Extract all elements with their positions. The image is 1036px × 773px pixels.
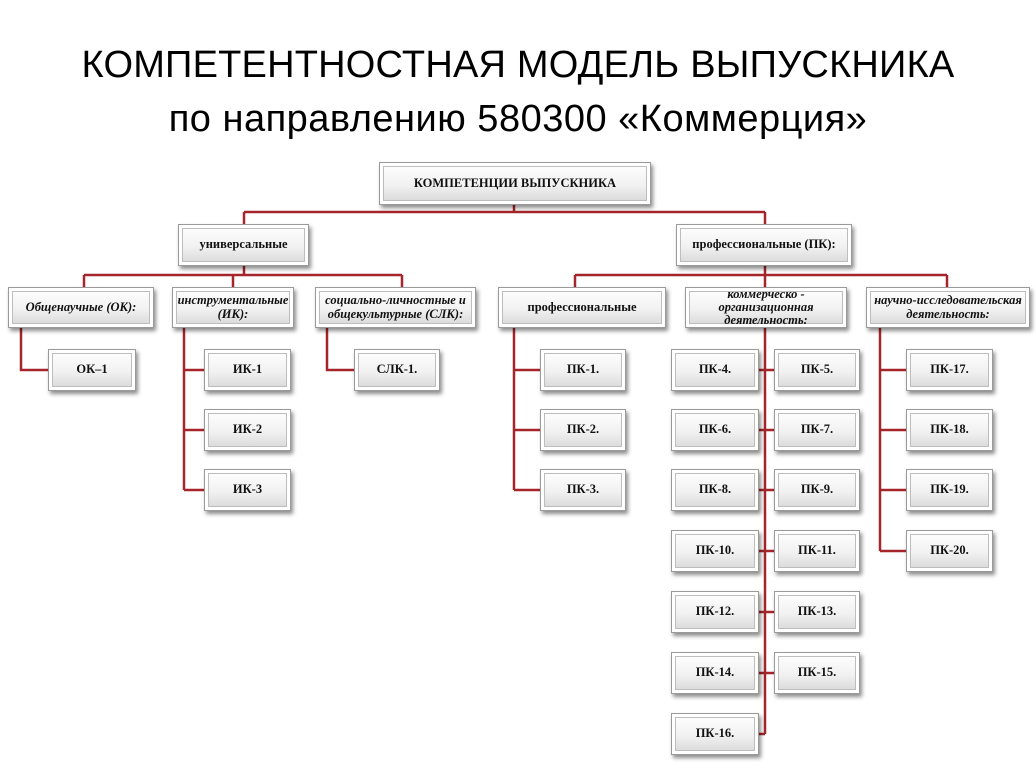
pk-commercial-item: ПК-6. <box>671 409 759 451</box>
ik-item: ИК-1 <box>204 349 291 391</box>
ik-item: ИК-2 <box>204 409 291 451</box>
slk-item: СЛК-1. <box>354 349 440 391</box>
pk-commercial-item: ПК-11. <box>774 530 860 572</box>
pk-commercial-item: ПК-8. <box>671 469 759 511</box>
slk-category-box: социально-личностные и общекультурные (С… <box>315 287 476 328</box>
pk-research-category-box: научно-исследовательская деятельность: <box>866 287 1030 328</box>
pk-commercial-item: ПК-13. <box>774 591 860 633</box>
professional-box: профессиональные (ПК): <box>676 224 852 266</box>
ik-category-box: инструментальные (ИК): <box>172 287 294 328</box>
pk-commercial-category-box: коммерческо - организационная деятельнос… <box>685 287 847 328</box>
pk-commercial-item: ПК-5. <box>774 349 860 391</box>
ok-category-box: Общенаучные (ОК): <box>8 287 154 328</box>
ik-item: ИК-3 <box>204 469 291 511</box>
pk-commercial-item: ПК-12. <box>671 591 759 633</box>
pk-research-item: ПК-17. <box>906 349 993 391</box>
connector-ik <box>182 328 204 492</box>
slide-title-line2: по направлению 580300 «Коммерция» <box>168 98 868 140</box>
pk-research-item: ПК-18. <box>906 409 993 451</box>
pk-prof-item: ПК-1. <box>540 349 626 391</box>
connector-professional <box>573 266 949 287</box>
pk-research-item: ПК-19. <box>906 469 993 511</box>
pk-research-item: ПК-20. <box>906 530 993 572</box>
pk-commercial-item: ПК-16. <box>671 713 759 755</box>
universal-box: универсальные <box>178 224 309 266</box>
connector-universal <box>82 266 404 287</box>
connector-ok <box>19 328 48 372</box>
pk-commercial-item: ПК-7. <box>774 409 860 451</box>
pk-commercial-item: ПК-4. <box>671 349 759 391</box>
pk-commercial-item: ПК-14. <box>671 652 759 694</box>
connector-root <box>242 205 767 224</box>
pk-commercial-item: ПК-10. <box>671 530 759 572</box>
ok-item: ОК–1 <box>48 349 136 391</box>
connector-pk-commercial <box>759 328 774 736</box>
connector-slk <box>325 328 354 372</box>
pk-prof-category-box: профессиональные <box>498 287 666 328</box>
root-box: КОМПЕТЕНЦИИ ВЫПУСКНИКА <box>379 162 651 205</box>
pk-prof-item: ПК-2. <box>540 409 626 451</box>
slide-title-line1: КОМПЕТЕНТНОСТНАЯ МОДЕЛЬ ВЫПУСКНИКА <box>81 44 955 86</box>
pk-commercial-item: ПК-15. <box>774 652 860 694</box>
pk-commercial-item: ПК-9. <box>774 469 860 511</box>
connector-pk-prof <box>512 328 540 492</box>
connector-pk-research <box>878 328 906 553</box>
pk-prof-item: ПК-3. <box>540 469 626 511</box>
